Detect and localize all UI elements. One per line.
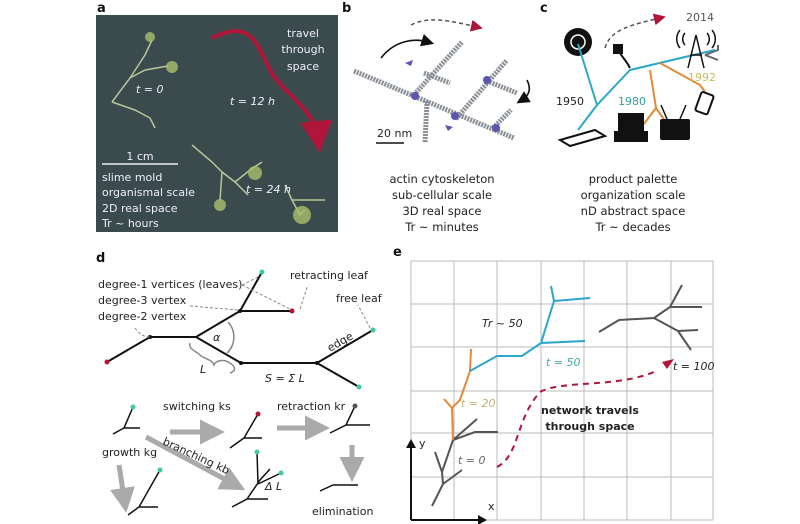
rotation-arrow — [380, 34, 435, 59]
slime-mold-blobs — [145, 32, 311, 224]
note-line: through space — [545, 420, 634, 433]
tv-icon — [660, 119, 690, 140]
panel-a: a travel through space t = 0 t = 12 h t … — [96, 1, 338, 232]
process-sketches — [112, 405, 370, 516]
vertices — [104, 269, 376, 390]
slime-mold-photo — [96, 15, 338, 232]
time-label: t = 50 — [546, 356, 581, 369]
process-switching: switching ks — [163, 400, 231, 413]
panel-d: d degree-1 vertices (leaves) degree-3 ve… — [96, 251, 383, 518]
caption-line: organization scale — [581, 188, 686, 202]
process-retraction: retraction kr — [277, 400, 346, 413]
delta-length-label: Δ L — [264, 480, 282, 493]
annotation-retracting-leaf: retracting leaf — [290, 269, 369, 282]
travel-arrow — [604, 13, 666, 49]
axes — [410, 446, 480, 521]
panel-label-a: a — [97, 1, 106, 16]
annotation-total-length: S = Σ L — [265, 372, 305, 385]
antenna-tower-icon — [687, 34, 705, 69]
length-brace — [188, 342, 236, 374]
tv-antenna — [660, 104, 687, 120]
note-line: network travels — [541, 404, 639, 417]
year-label: 1980 — [618, 95, 646, 108]
annotation-degree-2: degree-2 vertex — [98, 310, 187, 323]
caption-line: 2D real space — [102, 202, 178, 215]
laptop-icon — [618, 113, 644, 131]
caption-line: slime mold — [102, 171, 162, 184]
caption-line: nD abstract space — [581, 204, 686, 218]
travel-label: through — [281, 43, 324, 56]
time-label: t = 100 — [673, 360, 715, 373]
annotation-length: L — [200, 363, 206, 376]
network-graph — [106, 271, 374, 388]
router-icon — [557, 128, 608, 148]
process-growth: growth kg — [102, 446, 157, 459]
caption-line: Tr ~ minutes — [404, 220, 479, 234]
travel-label: travel — [287, 27, 319, 40]
caption-line: actin cytoskeleton — [389, 172, 494, 186]
annotation-degree-1: degree-1 vertices (leaves) — [98, 278, 242, 291]
process-elimination: elimination — [312, 505, 373, 518]
annotation-alpha: α — [213, 331, 221, 344]
panel-e: e x y Tr ~ 50 t = 0 t = 20 t = 50 t = 10… — [393, 245, 715, 524]
caption-line: product palette — [589, 172, 678, 186]
y-axis-label: y — [419, 437, 426, 450]
panel-label-b: b — [342, 1, 351, 16]
panel-label-c: c — [540, 1, 548, 16]
rotation-arrow — [516, 79, 531, 104]
tire-icon — [564, 28, 592, 56]
x-axis-label: x — [488, 500, 495, 513]
time-label: t = 20 — [461, 397, 496, 410]
tr-label: Tr ~ 50 — [482, 317, 523, 330]
time-label: t = 0 — [458, 454, 486, 467]
panel-b: b 20 nm actin cytoskeleton sub-cellular … — [342, 1, 531, 234]
travel-arrowhead — [662, 359, 674, 369]
time-label: t = 12 h — [230, 95, 275, 108]
leader-lines — [134, 276, 371, 338]
travel-label: space — [287, 60, 320, 73]
caption-line: sub-cellular scale — [392, 188, 492, 202]
caption-line: 3D real space — [402, 204, 481, 218]
laptop-keyboard — [614, 131, 648, 142]
travel-arrow — [410, 19, 483, 32]
actin-filaments — [353, 40, 518, 144]
scale-bar-label: 1 cm — [126, 150, 153, 163]
travel-path — [496, 370, 657, 468]
product-network — [577, 43, 719, 131]
signal-waves — [676, 29, 716, 49]
annotation-free-leaf: free leaf — [336, 292, 383, 305]
panel-c: c 1950 1980 1992 2014 product palette or… — [540, 1, 719, 234]
process-branching: branching kb — [161, 435, 232, 477]
process-leaves — [130, 403, 358, 476]
process-arrows — [110, 415, 365, 513]
annotation-degree-3: degree-3 vertex — [98, 294, 187, 307]
scale-bar-label: 20 nm — [377, 127, 412, 140]
caption-line: Tr ~ hours — [101, 217, 159, 230]
traveling-network — [431, 284, 702, 507]
year-label: 2014 — [686, 11, 714, 24]
tire-icon-rim — [570, 34, 586, 50]
time-label: t = 0 — [136, 83, 164, 96]
caption-line: organismal scale — [102, 186, 195, 199]
panel-label-d: d — [96, 251, 105, 266]
travel-path-arrow — [211, 29, 333, 153]
cellphone-icon — [694, 91, 715, 116]
caption-line: Tr ~ decades — [594, 220, 670, 234]
time-label: t = 24 h — [246, 183, 291, 196]
annotation-edge: edge — [325, 329, 356, 354]
plug-head — [613, 44, 623, 54]
year-label: 1950 — [556, 95, 584, 108]
axis-arrowheads — [406, 439, 487, 524]
panel-label-e: e — [393, 245, 402, 260]
angle-arc — [226, 321, 235, 354]
arp-complexes — [405, 60, 500, 132]
year-label: 1992 — [688, 71, 716, 84]
